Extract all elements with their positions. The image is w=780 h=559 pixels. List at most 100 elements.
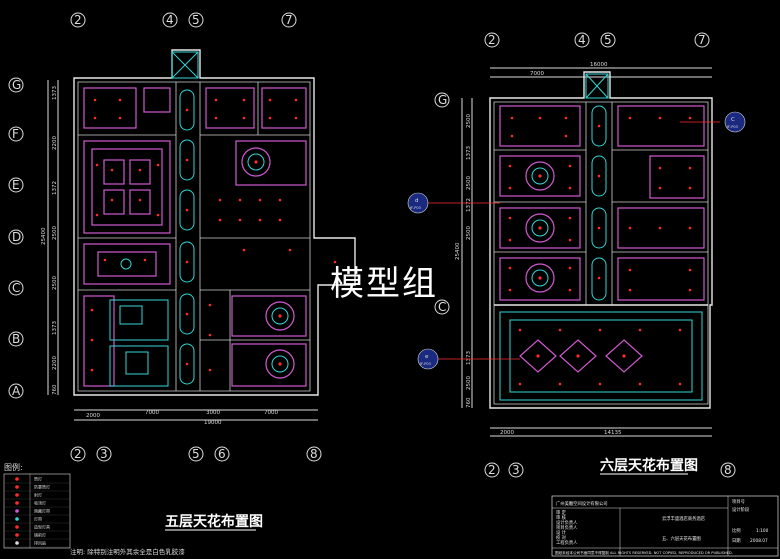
axis-label: A: [12, 384, 21, 398]
svg-text:2: 2: [488, 463, 496, 477]
svg-text:3: 3: [512, 463, 520, 477]
legend-label: 筒灯: [34, 476, 42, 482]
svg-text:760: 760: [466, 397, 472, 408]
legend-label: 造型灯具: [34, 524, 50, 530]
legend-item: 射灯: [4, 492, 70, 500]
sixth-floor-plan: 2 4 5 7 16000 7000 G C 25400 2500 1373 2…: [407, 32, 746, 478]
svg-text:1373: 1373: [52, 321, 58, 335]
svg-text:8: 8: [310, 447, 318, 461]
svg-text:5: 5: [192, 447, 200, 461]
svg-text:JF-P03: JF-P03: [409, 206, 421, 210]
legend-item: 镜前灯: [4, 532, 70, 540]
svg-text:2500: 2500: [52, 226, 58, 240]
legend-item: 暗藏灯带: [4, 508, 70, 516]
bottom-total-dim: 19000: [204, 420, 222, 426]
svg-text:1373: 1373: [52, 86, 58, 100]
legend-symbol: [15, 517, 19, 521]
svg-text:d: d: [415, 198, 419, 204]
svg-text:3000: 3000: [206, 410, 220, 416]
svg-text:1373: 1373: [466, 351, 472, 365]
section-marker-d: d JF-P03: [407, 192, 500, 214]
legend-label: 吸顶灯: [34, 500, 46, 506]
axis-label: G: [12, 78, 21, 92]
title-block-row: 设 计: [556, 529, 567, 536]
svg-text:C: C: [731, 117, 735, 123]
svg-text:2500: 2500: [466, 176, 472, 190]
legend-label: 射灯: [34, 492, 42, 498]
legend-label: 镜前灯: [34, 532, 46, 538]
svg-text:3: 3: [100, 447, 108, 461]
axis-label: F: [12, 127, 19, 141]
axis-label: 5: [192, 13, 200, 27]
axis-label: 2: [74, 13, 82, 27]
svg-text:2500: 2500: [466, 226, 472, 240]
left-side-dims: 1373 2200 1372 2500 2500 1373 2200 760: [52, 86, 58, 395]
svg-text:2200: 2200: [52, 356, 58, 370]
svg-text:8: 8: [724, 463, 732, 477]
svg-text:JF-P03: JF-P03: [419, 362, 431, 366]
svg-text:2: 2: [488, 33, 496, 47]
legend-symbol: [15, 509, 19, 513]
legend-title: 图例:: [4, 462, 23, 472]
legend-label: 防雾筒灯: [34, 484, 50, 490]
svg-text:2500: 2500: [466, 376, 472, 390]
axis-label: 4: [166, 13, 174, 27]
svg-text:设计阶段: 设计阶段: [732, 506, 750, 513]
svg-text:2500: 2500: [52, 276, 58, 290]
svg-text:2200: 2200: [52, 136, 58, 150]
side-total-dim: 25400: [41, 227, 47, 245]
title-block-row: 设计负责人: [556, 519, 578, 526]
section-marker-e: e JF-P03: [417, 348, 520, 370]
title-block-row: 审 核: [556, 514, 567, 521]
title-block-row: 工程负责人: [556, 539, 578, 546]
svg-text:4: 4: [578, 33, 586, 47]
section-marker-c: C JF-P03: [680, 111, 746, 133]
svg-text:1372: 1372: [466, 198, 472, 212]
axis-label: 7: [285, 13, 293, 27]
axis-label: D: [12, 230, 21, 244]
axis-label: C: [12, 281, 20, 295]
svg-text:G: G: [438, 93, 447, 107]
legend-symbol: [15, 477, 19, 481]
left-bottom-axes: 2 3 5 6 8: [70, 446, 322, 462]
left-row-axes: G F E D C B A: [8, 77, 24, 399]
general-note: 注明: 除特别注明外其余全是白色乳胶漆: [70, 547, 185, 556]
project-name: 云浮丰盛酒店商务酒店: [662, 515, 706, 522]
legend-label: 暗藏灯带: [34, 508, 50, 514]
title-block-row: 项目负责人: [556, 524, 578, 531]
svg-text:比例: 比例: [732, 527, 741, 534]
legend-symbol: [15, 501, 19, 505]
fifth-floor-plan: 2 4 5 7 G F E D C B A 25400 1373 2200: [8, 12, 356, 531]
right-bottom-dim: 14135: [604, 430, 622, 436]
svg-text:760: 760: [52, 384, 58, 395]
right-top-total-dim: 16000: [590, 62, 608, 68]
right-top-dim: 7000: [530, 71, 544, 77]
right-side-total: 25400: [455, 242, 461, 260]
date-value: 2008.07: [750, 538, 768, 544]
legend-item: 灯带: [4, 516, 70, 524]
svg-text:C: C: [438, 300, 446, 314]
axis-label: E: [12, 178, 20, 192]
legend-item: 排风扇: [4, 540, 70, 548]
legend-item: 筒灯: [4, 476, 70, 484]
svg-text:2000: 2000: [86, 413, 100, 419]
scale-value: 1:100: [756, 528, 769, 534]
legend-symbol: [15, 525, 19, 529]
svg-text:7000: 7000: [145, 410, 159, 416]
legend-symbol: [15, 485, 19, 489]
svg-text:JF-P03: JF-P03: [726, 125, 738, 129]
svg-text:7: 7: [698, 33, 706, 47]
svg-text:7000: 7000: [264, 410, 278, 416]
drawing-name: 五、六层天花布置图: [662, 535, 701, 542]
svg-text:5: 5: [604, 33, 612, 47]
legend-label: 灯带: [34, 516, 42, 522]
svg-text:项目号: 项目号: [732, 499, 745, 505]
svg-text:6: 6: [218, 447, 226, 461]
company-name: 广州美雕空间设计有限公司: [556, 500, 608, 507]
left-bottom-dims: 2000 7000 3000 7000 19000: [86, 410, 278, 426]
svg-text:1372: 1372: [52, 181, 58, 195]
title-block: 广州美雕空间设计有限公司 云浮丰盛酒店商务酒店 五、六层天花布置图 项目号 设计…: [551, 495, 779, 557]
legend-symbol: [15, 493, 19, 497]
svg-text:2: 2: [74, 447, 82, 461]
